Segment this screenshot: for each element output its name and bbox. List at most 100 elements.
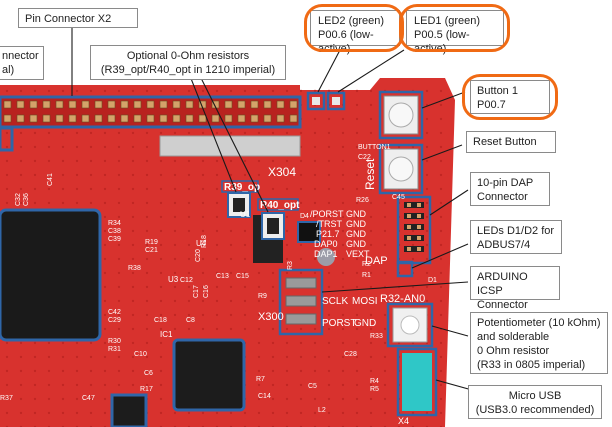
- silk-r39: R39_op: [224, 182, 260, 193]
- callout-arduino-icsp: ARDUINO ICSP Connector: [470, 266, 560, 311]
- silk-gnd-pin-0: GND: [346, 209, 367, 219]
- silk-r33: R33: [370, 333, 383, 340]
- silk-gnd-pin-2: GND: [346, 229, 367, 239]
- pin-header-pins: [3, 100, 298, 123]
- leds-d1d2-outline: [396, 260, 414, 278]
- silk-mosi: MOSI: [352, 296, 378, 307]
- silk-c8: C8: [186, 317, 195, 324]
- silk-button1: BUTTON1: [358, 144, 391, 151]
- silk-reset: Reset: [363, 158, 377, 190]
- silk-c17: C17: [193, 285, 200, 298]
- silk-r30: R30: [108, 338, 121, 345]
- silk-r37: R37: [0, 395, 13, 402]
- silk-c18: C18: [154, 317, 167, 324]
- silk-dap-pin-0: /PORST: [310, 209, 344, 219]
- connector-x304: [159, 135, 301, 157]
- led2-outline: [306, 91, 326, 111]
- chip-d4: [297, 221, 321, 243]
- reset-outline: [378, 143, 424, 195]
- silk-c6: C6: [144, 370, 153, 377]
- callout-button1: Button 1 P00.7: [470, 80, 550, 114]
- silk-r26: R26: [356, 197, 369, 204]
- potentiometer-outline: [386, 302, 434, 348]
- silk-u3: U3: [168, 275, 179, 284]
- silk-ic1: IC1: [160, 330, 173, 339]
- usb-outline: [396, 347, 438, 417]
- silk-r3: R3: [287, 261, 294, 270]
- silk-c39: C39: [108, 236, 121, 243]
- silk-dap: DAP: [365, 255, 388, 267]
- silk-c41: C41: [47, 173, 54, 186]
- silk-c21: C21: [145, 247, 158, 254]
- silk-x300: X300: [258, 311, 284, 323]
- silk-u4: U4: [196, 239, 207, 248]
- silk-r19: R19: [145, 239, 158, 246]
- silk-c14: C14: [258, 393, 271, 400]
- led1-emphasis-ring: [399, 4, 510, 52]
- callout-led1: LED1 (green) P00.5 (low-active): [406, 10, 504, 55]
- silk-dap-pin-4: DAP1: [314, 249, 338, 259]
- silk-c45: C45: [392, 194, 405, 201]
- silk-r18: R18: [201, 235, 208, 248]
- dap-outline: [396, 195, 432, 265]
- chip-ic1: [172, 338, 246, 412]
- button1-emphasis-ring: [462, 74, 558, 120]
- silk-c20: C20: [195, 249, 202, 262]
- silk-gnd-pin-3: GND: [346, 239, 367, 249]
- silk-c29: C29: [108, 317, 121, 324]
- silk-l2: L2: [318, 407, 326, 414]
- mount-hole: [317, 248, 335, 266]
- silk-c47: C47: [82, 395, 95, 402]
- silk-gnd: GND: [354, 318, 376, 329]
- callout-reset-button: Reset Button: [466, 131, 556, 153]
- silk-d4: D4: [300, 213, 309, 220]
- callout-leds-d1d2: LEDs D1/D2 for ADBUS7/4: [470, 220, 562, 254]
- silk-u1: U1: [240, 210, 251, 219]
- silk-d1: D1: [428, 277, 437, 284]
- silk-c42: C42: [108, 309, 121, 316]
- silk-r7: R7: [256, 376, 265, 383]
- silk-c13: C13: [216, 273, 229, 280]
- silk-dap-pin-2: P21.7: [316, 229, 340, 239]
- silk-r38: R38: [128, 265, 141, 272]
- callout-optional-resistors: Optional 0-Ohm resistors (R39_opt/R40_op…: [90, 45, 286, 80]
- silk-c12: C12: [180, 277, 193, 284]
- icsp-outline: [278, 268, 324, 336]
- chip-left: [0, 208, 102, 342]
- silk-r31: R31: [108, 346, 121, 353]
- callout-led2: LED2 (green) P00.6 (low-active): [310, 10, 400, 55]
- silk-r4: R4: [370, 378, 379, 385]
- silk-r17: R17: [140, 386, 153, 393]
- silk-dap-pin-1: /TRST: [316, 219, 343, 229]
- silk-x4: X4: [398, 416, 409, 426]
- callout-potentiometer: Potentiometer (10 kOhm) and solderable 0…: [470, 312, 608, 374]
- silk-r32: R32-AN0: [380, 293, 425, 305]
- silk-x304: X304: [268, 165, 296, 179]
- silk-gnd-pin-4: VEXT: [346, 249, 370, 259]
- led1-outline: [326, 91, 346, 111]
- silk-r5: R5: [370, 386, 379, 393]
- silk-r2: R2: [362, 261, 371, 268]
- silk-r34: R34: [108, 220, 121, 227]
- led2-emphasis-ring: [304, 4, 404, 52]
- silk-sclk: SCLK: [322, 296, 348, 307]
- connector-left-outline: [0, 126, 14, 152]
- callout-dap-connector: 10-pin DAP Connector: [470, 172, 550, 206]
- silk-c16: C16: [203, 285, 210, 298]
- silk-porst: PORST: [322, 318, 356, 329]
- silk-c32: C32: [15, 193, 22, 206]
- callout-connector-left: nnector al): [0, 46, 44, 80]
- silk-c5: C5: [308, 383, 317, 390]
- silk-gnd-pin-1: GND: [346, 219, 367, 229]
- silk-c15: C15: [236, 273, 249, 280]
- chip-bottom: [110, 393, 148, 427]
- silk-r9: R9: [258, 293, 267, 300]
- silk-c10: C10: [134, 351, 147, 358]
- silk-c36: C36: [23, 193, 30, 206]
- button1-outline: [378, 90, 424, 140]
- callout-micro-usb: Micro USB (USB3.0 recommended): [468, 385, 602, 419]
- silk-r1: R1: [362, 272, 371, 279]
- silk-c38: C38: [108, 228, 121, 235]
